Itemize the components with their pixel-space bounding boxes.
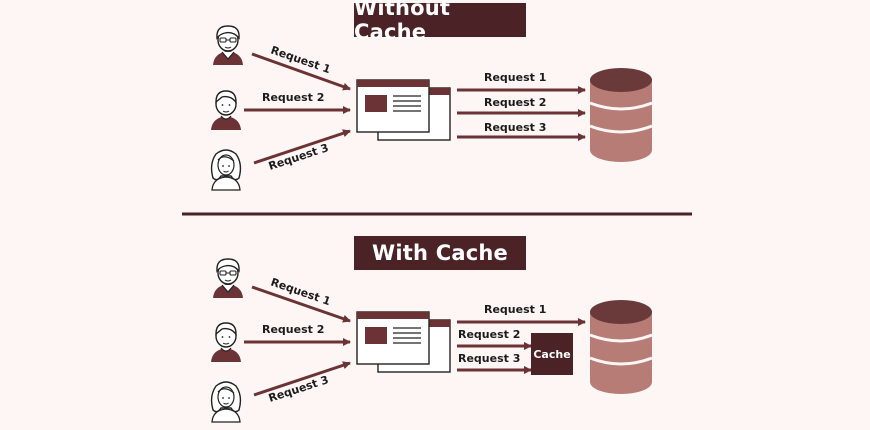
user-icon [210, 322, 242, 363]
server-request-label: Request 3 [484, 121, 546, 134]
request-arrow [253, 361, 351, 397]
user-icon [210, 381, 242, 423]
server-request-label: Request 2 [484, 96, 546, 109]
request-arrow [253, 129, 351, 165]
user-icon [212, 258, 244, 299]
browser-window-icon [356, 79, 451, 141]
client-request-label: Request 3 [267, 141, 330, 173]
cache-label: Cache [533, 348, 570, 361]
database-icon [588, 66, 654, 164]
title-with-cache: With Cache [354, 236, 526, 270]
cache-request-label: Request 2 [458, 328, 520, 341]
user-icon [212, 25, 244, 66]
server-request-label: Request 1 [484, 303, 546, 316]
client-request-label: Request 3 [267, 373, 330, 405]
client-request-label: Request 2 [262, 91, 324, 104]
server-request-label: Request 1 [484, 71, 546, 84]
request-arrow [251, 285, 351, 323]
user-icon [210, 90, 242, 131]
cache-request-label: Request 3 [458, 352, 520, 365]
user-icon [210, 149, 242, 191]
database-icon [588, 298, 654, 396]
client-request-label: Request 2 [262, 323, 324, 336]
request-arrow [251, 52, 351, 91]
browser-window-icon [356, 311, 451, 373]
cache-box [531, 333, 573, 375]
